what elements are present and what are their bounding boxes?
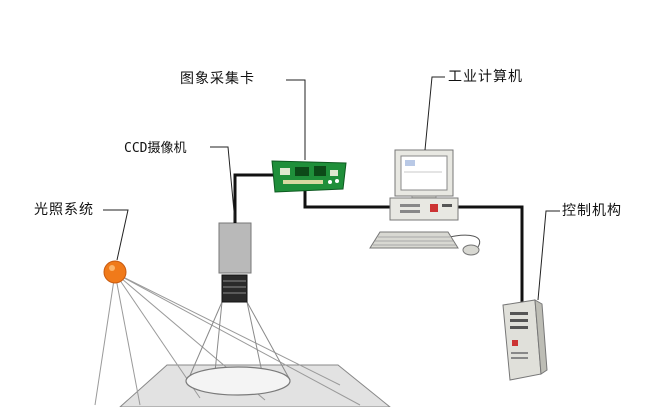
- leader-control: [537, 210, 560, 301]
- label-frame-grabber: 图象采集卡: [180, 71, 255, 87]
- frame-grabber-card: [271, 160, 347, 193]
- cables: [233, 173, 524, 302]
- cable-pc-to-control: [458, 205, 524, 302]
- lamp-highlight: [109, 265, 115, 271]
- cable-card-to-pc: [303, 190, 392, 209]
- field-of-view-ellipse: [185, 366, 291, 396]
- ccd-camera-lens: [221, 274, 248, 303]
- label-industrial-pc: 工业计算机: [448, 69, 523, 85]
- leader-lighting: [103, 209, 129, 261]
- industrial-computer: [369, 149, 480, 256]
- ccd-camera-body: [218, 222, 252, 274]
- label-leaders: [103, 76, 560, 301]
- lens-rings: [223, 280, 246, 294]
- label-lighting: 光照系统: [34, 202, 94, 218]
- leader-industrial-pc: [424, 76, 445, 151]
- control-unit: [502, 299, 548, 381]
- leader-frame-grabber: [286, 79, 306, 160]
- label-control: 控制机构: [562, 203, 622, 219]
- camera-view-cone: [187, 301, 291, 381]
- leader-ccd-camera: [210, 146, 236, 223]
- cable-camera-to-card: [233, 173, 282, 223]
- label-ccd-camera: CCD摄像机: [124, 141, 187, 156]
- lamp-icon: [103, 260, 127, 284]
